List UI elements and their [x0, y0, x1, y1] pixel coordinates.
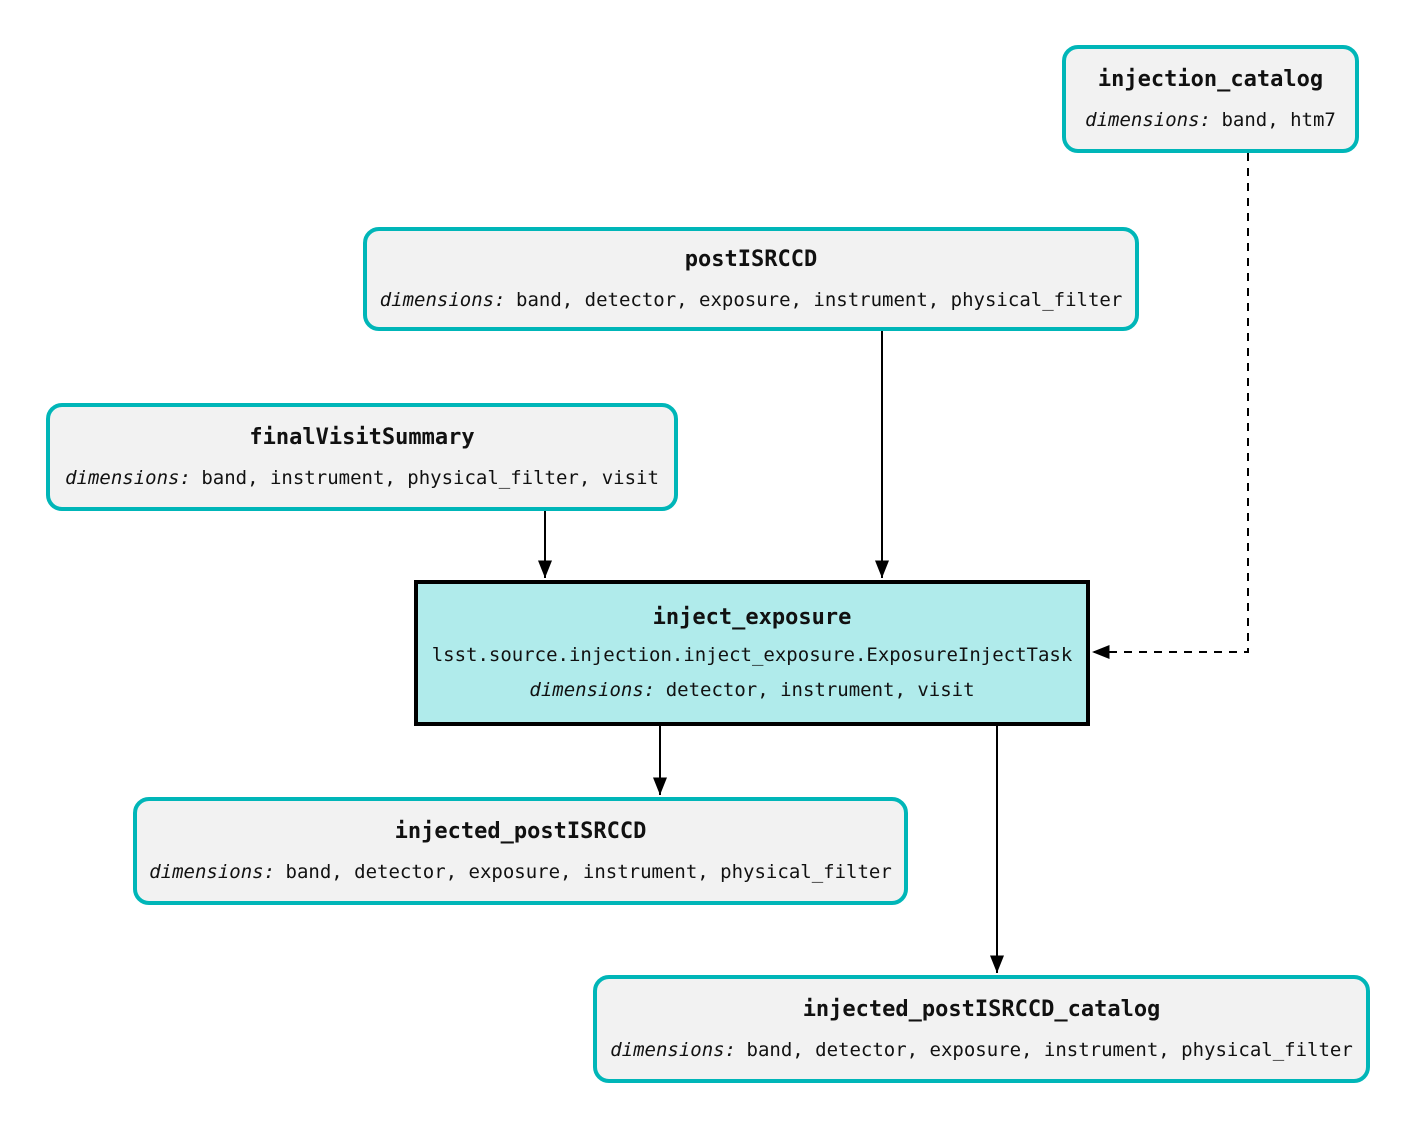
- dimensions-label: dimensions:: [379, 288, 506, 311]
- dimensions-label: dimensions:: [610, 1038, 737, 1061]
- node-dimensions: dimensions: band, htm7: [1085, 108, 1336, 131]
- dimensions-value: band, instrument, physical_filter, visit: [201, 466, 659, 489]
- node-postisrccd: postISRCCD dimensions: band, detector, ex…: [363, 227, 1139, 331]
- dimensions-value: band, detector, exposure, instrument, ph…: [516, 288, 1123, 311]
- node-dimensions: dimensions: band, detector, exposure, ins…: [149, 860, 892, 883]
- node-dimensions: dimensions: band, detector, exposure, ins…: [610, 1038, 1353, 1061]
- task-class-path: lsst.source.injection.inject_exposure.Ex…: [431, 643, 1073, 666]
- node-title: inject_exposure: [652, 605, 852, 631]
- node-dimensions: dimensions: band, detector, exposure, ins…: [379, 288, 1123, 311]
- node-title: injected_postISRCCD_catalog: [802, 997, 1161, 1023]
- dimensions-label: dimensions:: [65, 466, 191, 489]
- node-injected-postisrccd-catalog: injected_postISRCCD_catalog dimensions: b…: [593, 975, 1370, 1083]
- dimensions-value: band, detector, exposure, instrument, ph…: [746, 1038, 1353, 1061]
- dimensions-label: dimensions:: [529, 678, 656, 701]
- node-title: finalVisitSummary: [249, 425, 475, 451]
- edge-injection-catalog-to-inject-exposure: [1092, 153, 1249, 659]
- dimensions-label: dimensions:: [149, 860, 276, 883]
- node-dimensions: dimensions: band, instrument, physical_fi…: [65, 466, 659, 489]
- dimensions-value: band, detector, exposure, instrument, ph…: [285, 860, 892, 883]
- dimensions-value: band, htm7: [1221, 108, 1336, 131]
- node-injection-catalog: injection_catalog dimensions: band, htm7: [1062, 45, 1359, 153]
- node-finalvisitsummary: finalVisitSummary dimensions: band, instr…: [46, 403, 678, 511]
- node-title: injection_catalog: [1097, 67, 1324, 93]
- node-title: injected_postISRCCD: [394, 819, 647, 845]
- node-inject-exposure-task: inject_exposure lsst.source.injection.in…: [414, 580, 1090, 726]
- node-title: postISRCCD: [684, 247, 818, 273]
- dimensions-label: dimensions:: [1085, 108, 1211, 131]
- dimensions-value: detector, instrument, visit: [665, 678, 975, 701]
- node-injected-postisrccd: injected_postISRCCD dimensions: band, det…: [133, 797, 908, 905]
- node-dimensions: dimensions: detector, instrument, visit: [529, 678, 975, 701]
